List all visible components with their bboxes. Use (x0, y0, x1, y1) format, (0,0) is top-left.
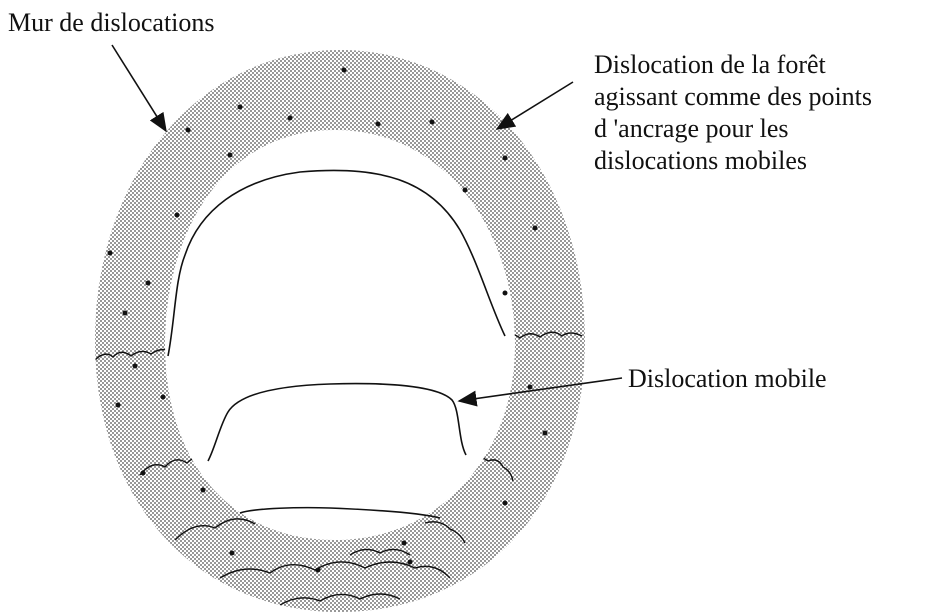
wall-dislocation-arcs (95, 331, 583, 606)
wall-arrow (111, 44, 167, 133)
forest-arrow (495, 81, 574, 130)
dislocation-wall-ring (95, 50, 585, 612)
annotation-arrows (111, 44, 623, 407)
lower-dislocation (239, 506, 441, 519)
forest-dislocation-points (107, 67, 548, 573)
mobile-dislocation-label: Dislocation mobile (628, 364, 827, 393)
mobile-arrow (457, 377, 623, 407)
middle-mobile-dislocation (207, 382, 467, 462)
forest-label-line-4: dislocations mobiles (594, 146, 808, 175)
mobile-dislocation-lines (167, 169, 506, 519)
upper-bowed-dislocation (167, 169, 506, 357)
forest-label-line-3: d 'ancrage pour les (594, 114, 789, 143)
wall-label: Mur de dislocations (8, 8, 215, 37)
forest-label: Dislocation de la forêt agissant comme d… (594, 49, 872, 177)
forest-label-line-2: agissant comme des points (594, 82, 873, 111)
forest-label-line-1: Dislocation de la forêt (594, 50, 826, 79)
